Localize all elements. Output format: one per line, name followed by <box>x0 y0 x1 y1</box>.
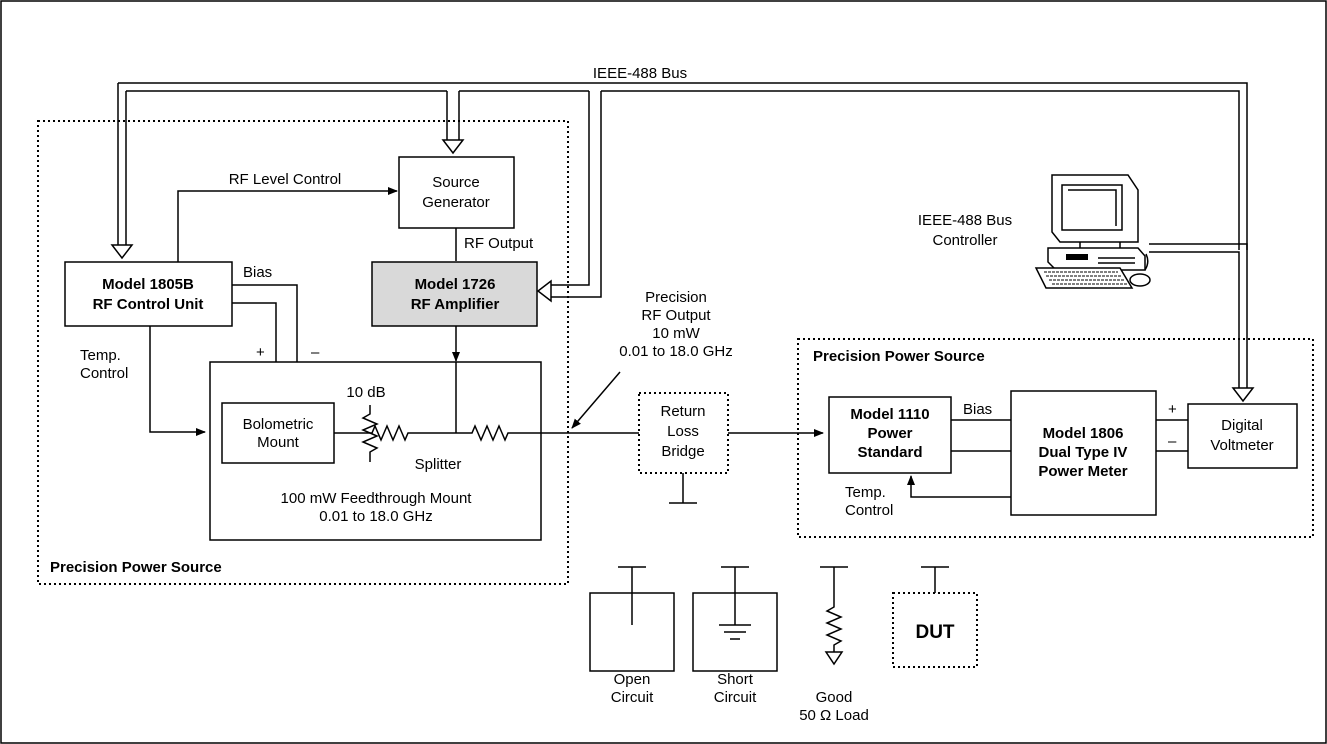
left-minus-label: – <box>311 344 320 361</box>
rf-output-label: RF Output <box>464 235 534 252</box>
right-temp-label-1: Temp. <box>845 484 886 501</box>
bus-controller-computer-icon <box>1034 174 1151 289</box>
source-generator-label-1: Source <box>432 174 480 191</box>
power-standard-label-1: Model 1110 <box>850 406 929 423</box>
left-precision-power-source-boundary <box>37 120 569 585</box>
splitter-label: Splitter <box>415 456 462 473</box>
short-circuit-label-1: Short <box>717 671 754 688</box>
open-circuit-label-2: Circuit <box>611 689 654 706</box>
return-loss-bridge-box <box>638 392 729 474</box>
short-circuit-termination <box>692 566 778 672</box>
bridge-test-port <box>669 473 697 504</box>
feedthrough-label-2: 0.01 to 18.0 GHz <box>319 508 432 525</box>
controller-label-1: IEEE-488 Bus <box>918 212 1012 229</box>
bridge-label-1: Return <box>660 403 705 420</box>
controller-label-2: Controller <box>932 232 997 249</box>
open-circuit-label-1: Open <box>614 671 651 688</box>
right-bias-label: Bias <box>963 401 992 418</box>
rf-control-unit-label-2: RF Control Unit <box>93 296 204 313</box>
source-generator-label-2: Generator <box>422 194 490 211</box>
rf-level-control-label: RF Level Control <box>229 171 342 188</box>
rf-control-unit-box <box>64 261 233 327</box>
right-temp-label-2: Control <box>845 502 893 519</box>
dut-termination <box>892 566 978 668</box>
open-circuit-termination <box>589 566 675 672</box>
precision-output-label-3: 10 mW <box>652 325 700 342</box>
bolometric-label-1: Bolometric <box>243 416 314 433</box>
rf-amplifier-label-2: RF Amplifier <box>411 296 500 313</box>
left-precision-power-source-label: Precision Power Source <box>50 559 222 576</box>
precision-output-label-2: RF Output <box>641 307 711 324</box>
power-meter-box <box>1010 390 1157 516</box>
feedthrough-label-1: 100 mW Feedthrough Mount <box>281 490 473 507</box>
left-temp-label-2: Control <box>80 365 128 382</box>
left-bias-label: Bias <box>243 264 272 281</box>
rf-amplifier-box <box>371 261 538 327</box>
standard-to-meter-lines <box>951 419 1011 452</box>
power-meter-label-2: Dual Type IV <box>1039 444 1128 461</box>
good-load-label-2: 50 Ω Load <box>799 707 869 724</box>
rf-control-unit-label-1: Model 1805B <box>102 276 194 293</box>
rf-amplifier-label-1: Model 1726 <box>415 276 496 293</box>
voltmeter-label-1: Digital <box>1221 417 1263 434</box>
left-temp-control-line <box>149 326 206 436</box>
precision-output-label-4: 0.01 to 18.0 GHz <box>619 343 732 360</box>
left-plus-label: + <box>256 344 265 361</box>
power-standard-box <box>828 396 952 474</box>
digital-voltmeter-box <box>1187 403 1298 469</box>
bias-line-left <box>232 284 298 362</box>
rf-level-control-line <box>177 187 398 263</box>
left-temp-label-1: Temp. <box>80 347 121 364</box>
power-standard-label-2: Power <box>867 425 912 442</box>
bridge-label-3: Bridge <box>661 443 704 460</box>
right-minus-label: – <box>1168 433 1177 450</box>
short-circuit-label-2: Circuit <box>714 689 757 706</box>
precision-output-pointer <box>571 371 621 429</box>
power-meter-label-3: Power Meter <box>1038 463 1127 480</box>
right-precision-power-source-label: Precision Power Source <box>813 348 985 365</box>
bolometric-mount-box <box>221 402 335 464</box>
precision-output-label-1: Precision <box>645 289 707 306</box>
power-meter-label-1: Model 1806 <box>1043 425 1124 442</box>
right-temp-control-line <box>907 475 1011 498</box>
bridge-label-2: Loss <box>667 423 699 440</box>
good-load-label-1: Good <box>816 689 853 706</box>
source-generator-box <box>398 156 515 229</box>
good-load-termination <box>820 566 848 666</box>
bias-line-right <box>232 302 277 362</box>
right-plus-label: + <box>1168 401 1177 418</box>
voltmeter-label-2: Voltmeter <box>1210 437 1273 454</box>
power-standard-label-3: Standard <box>857 444 922 461</box>
right-precision-power-source-boundary <box>797 338 1314 538</box>
dut-label: DUT <box>915 622 954 643</box>
meter-to-voltmeter-lines <box>1156 419 1188 452</box>
bolometric-label-2: Mount <box>257 434 300 451</box>
ieee-bus-label: IEEE-488 Bus <box>593 65 687 82</box>
attenuator-label: 10 dB <box>346 384 385 401</box>
